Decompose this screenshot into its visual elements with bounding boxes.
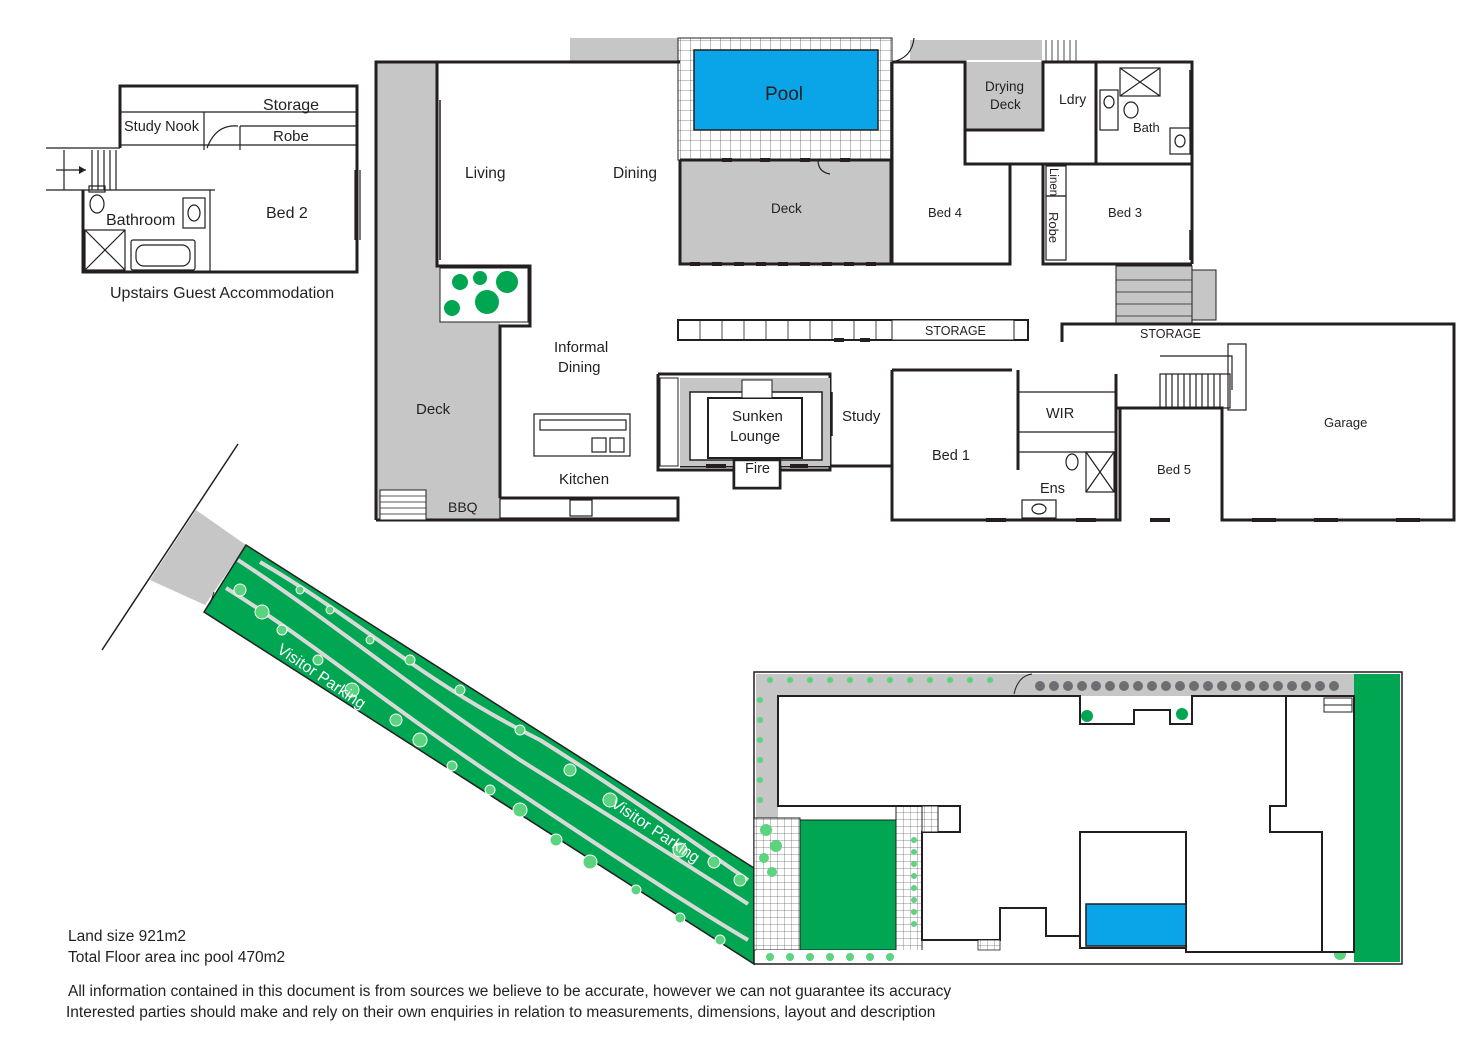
study-nook-label: Study Nook: [124, 119, 200, 135]
disclaimer-line-1: All information contained in this docume…: [68, 983, 952, 1000]
study-label: Study: [842, 408, 881, 425]
storage-strip: [677, 319, 1029, 341]
sunken-lounge: [707, 397, 803, 459]
living-label: Living: [465, 165, 506, 182]
guest-robe-label: Robe: [273, 128, 309, 145]
drying-deck-label-1: Drying: [985, 79, 1024, 94]
bathtub: [130, 239, 196, 271]
ldry-label: Ldry: [1059, 91, 1086, 107]
guest-accommodation-plan: Storage Study Nook Robe Bed 2 Bathroom U…: [46, 84, 361, 302]
bed1-label: Bed 1: [932, 448, 970, 464]
driveway-tracks: [224, 558, 750, 942]
sunken-lounge-label-2: Lounge: [730, 428, 780, 445]
wir-label: WIR: [1046, 406, 1074, 422]
robe-label: Robe: [1046, 212, 1061, 243]
bed4-label: Bed 4: [928, 205, 962, 220]
main-house-plan: Pool Drying Deck Ldry Bath Living Dining…: [374, 37, 1456, 522]
house-walls: [374, 60, 1456, 522]
land-size-note: Land size 921m2: [68, 928, 187, 945]
guest-outer-wall: [81, 84, 359, 274]
linen-label: Linen: [1047, 168, 1059, 196]
rear-deck-label: Deck: [771, 201, 802, 216]
pool-label: Pool: [765, 84, 803, 105]
shower: [84, 229, 126, 271]
bed3-label: Bed 3: [1108, 205, 1142, 220]
guest-accommodation-title: Upstairs Guest Accommodation: [110, 285, 334, 302]
side-deck-label: Deck: [416, 401, 451, 418]
hedge-row: [1035, 681, 1339, 691]
planter-trees: [442, 269, 520, 318]
garage-label: Garage: [1324, 415, 1367, 430]
informal-dining-label-1: Informal: [554, 339, 608, 356]
storage-label-1: STORAGE: [925, 324, 986, 338]
bath-label: Bath: [1133, 120, 1160, 135]
border-shrubs: [757, 677, 993, 803]
fire-label: Fire: [745, 461, 770, 477]
driveway: [202, 543, 755, 966]
site-pool: [1085, 903, 1187, 947]
guest-stair: [46, 147, 120, 191]
site-plan: Visitor Parking Visitor Parking: [101, 443, 1403, 966]
driveway-shrubs: [233, 583, 747, 946]
bathroom-label: Bathroom: [106, 212, 175, 229]
guest-storage-label: Storage: [263, 97, 319, 114]
storage-label-2: STORAGE: [1140, 327, 1201, 341]
bed2-label: Bed 2: [266, 205, 308, 222]
pool: [693, 49, 879, 131]
kitchen-label: Kitchen: [559, 471, 609, 488]
lawn: [799, 819, 897, 951]
vanity: [182, 197, 206, 229]
bbq-label: BBQ: [448, 499, 478, 515]
fireplace: [732, 458, 782, 490]
ens-label: Ens: [1040, 481, 1065, 497]
sunken-lounge-label-1: Sunken: [732, 408, 783, 425]
dining-label: Dining: [613, 165, 657, 182]
side-deck: [376, 62, 500, 520]
drying-deck-label-2: Deck: [990, 97, 1021, 112]
toilet: [89, 194, 105, 214]
floor-area-note: Total Floor area inc pool 470m2: [68, 949, 286, 966]
informal-dining-label-2: Dining: [558, 359, 601, 376]
bed5-label: Bed 5: [1157, 462, 1191, 477]
disclaimer-line-2: Interested parties should make and rely …: [66, 1004, 936, 1021]
